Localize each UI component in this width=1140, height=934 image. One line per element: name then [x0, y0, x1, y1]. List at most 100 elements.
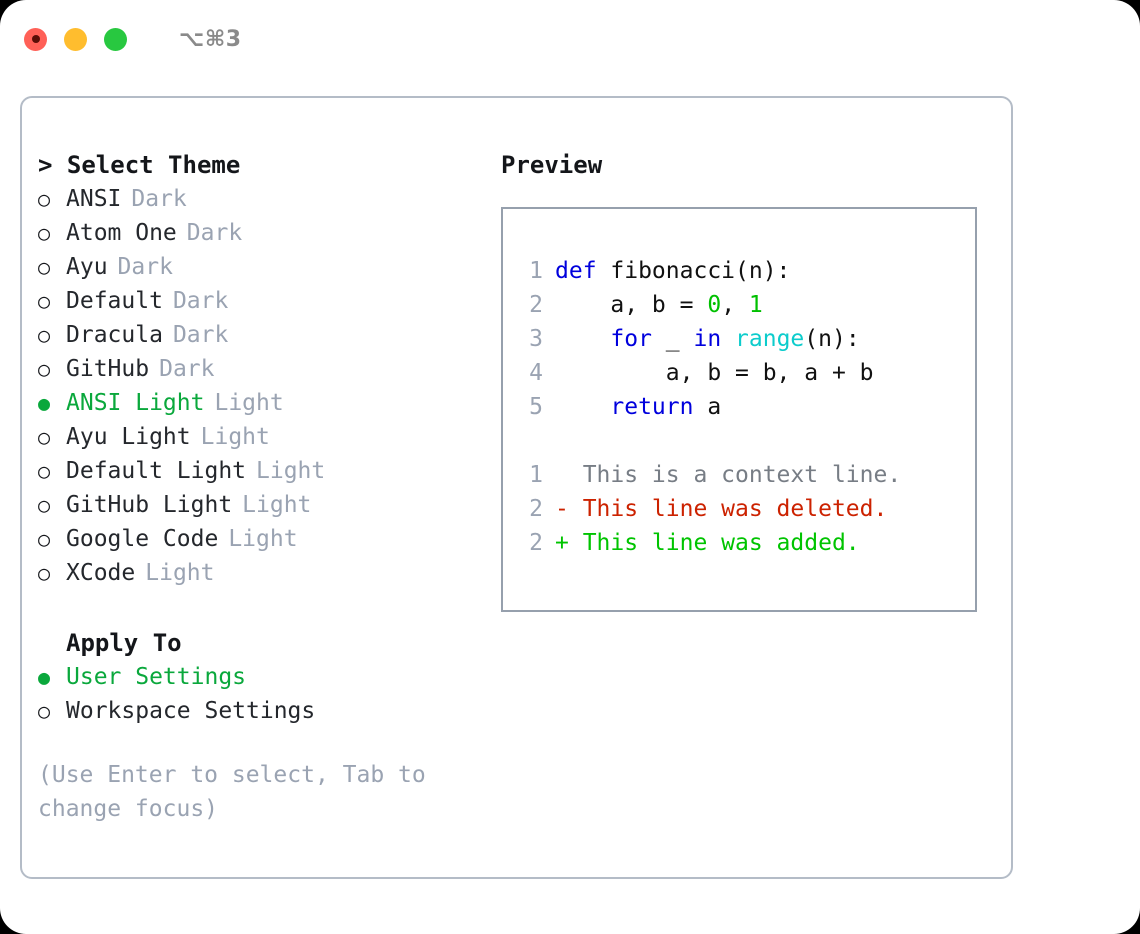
theme-option-7[interactable]: ○ Ayu Light Light: [38, 420, 488, 454]
keyboard-hint-text: (Use Enter to select, Tab to change focu…: [38, 762, 440, 822]
theme-option-label: GitHub: [66, 356, 150, 382]
theme-option-tag: Light: [200, 424, 270, 450]
code-token-num: 1: [748, 292, 763, 318]
keyboard-shortcut-label: ⌥⌘3: [179, 26, 242, 52]
radio-unselected-icon[interactable]: ○: [38, 493, 51, 517]
theme-option-10[interactable]: ○ Google Code Light: [38, 522, 488, 556]
code-token-pl: a, b =: [555, 292, 708, 318]
diff-line-content: - This line was deleted.: [555, 496, 888, 522]
theme-option-11[interactable]: ○ XCode Light: [38, 556, 488, 590]
list-spacer: [38, 590, 488, 626]
traffic-light-group: [24, 27, 127, 51]
theme-option-4[interactable]: ○ Dracula Dark: [38, 318, 488, 352]
diff-line-number: 2: [529, 530, 543, 556]
close-window-button[interactable]: [24, 27, 47, 51]
diff-line-number: 1: [529, 462, 543, 488]
theme-option-tag: Dark: [131, 186, 187, 212]
code-line-content: a, b = b, a + b: [555, 356, 874, 390]
code-line-content: def fibonacci(n):: [555, 254, 790, 288]
title-bar: ⌥⌘3: [0, 0, 1140, 78]
code-line-number: 2: [529, 292, 543, 318]
theme-option-label: Default Light: [66, 458, 247, 484]
theme-option-label: Default: [66, 288, 163, 314]
code-token-pl: [721, 326, 735, 352]
maximize-window-button[interactable]: [104, 27, 127, 51]
code-token-kw: in: [693, 326, 722, 352]
code-token-kw: for: [610, 326, 652, 352]
diff-line-content: This is a context line.: [555, 462, 902, 488]
diff-line-number: 2: [529, 496, 543, 522]
code-token-pl: (n):: [804, 326, 860, 352]
code-line-content: a, b = 0, 1: [555, 288, 763, 322]
radio-unselected-icon[interactable]: ○: [38, 699, 51, 723]
code-token-pl: a, b = b, a + b: [555, 360, 874, 386]
theme-option-0[interactable]: ○ ANSI Dark: [38, 182, 488, 216]
theme-option-tag: Light: [214, 390, 284, 416]
theme-option-5[interactable]: ○ GitHub Dark: [38, 352, 488, 386]
radio-unselected-icon[interactable]: ○: [38, 255, 51, 279]
code-line-1: 1 def fibonacci(n):: [515, 254, 975, 288]
theme-option-tag: Dark: [186, 220, 243, 246]
apply-to-list[interactable]: ●User Settings ○ Workspace Settings: [38, 660, 488, 728]
radio-unselected-icon[interactable]: ○: [38, 527, 51, 551]
radio-unselected-icon[interactable]: ○: [38, 323, 51, 347]
theme-option-tag: Dark: [159, 356, 215, 382]
radio-selected-icon[interactable]: ●: [38, 665, 51, 689]
apply-option-label: Workspace Settings: [66, 698, 316, 724]
minimize-window-button[interactable]: [64, 27, 87, 51]
theme-option-tag: Light: [145, 560, 215, 586]
radio-selected-icon[interactable]: ●: [38, 391, 51, 415]
code-line-number: 4: [529, 360, 543, 386]
theme-option-label: ANSI: [66, 186, 122, 212]
theme-option-label: Ayu: [66, 254, 108, 280]
radio-unselected-icon[interactable]: ○: [38, 289, 51, 313]
theme-option-tag: Dark: [172, 322, 229, 348]
code-token-pl: [555, 326, 610, 352]
code-line-number: 5: [529, 394, 543, 420]
radio-unselected-icon[interactable]: ○: [38, 221, 51, 245]
theme-option-label: XCode: [66, 560, 136, 586]
code-token-kw: def: [555, 258, 611, 284]
theme-option-label: ANSI Light: [66, 390, 205, 416]
theme-option-label: Atom One: [66, 220, 177, 246]
code-line-content: return a: [555, 390, 721, 424]
apply-option-1[interactable]: ○ Workspace Settings: [38, 694, 488, 728]
theme-option-8[interactable]: ○ Default Light Light: [38, 454, 488, 488]
diff-line-ctx: 1 This is a context line.: [515, 458, 975, 492]
theme-option-tag: Light: [256, 458, 326, 484]
theme-option-tag: Dark: [117, 254, 173, 280]
code-line-number: 3: [529, 326, 543, 352]
radio-unselected-icon[interactable]: ○: [38, 425, 51, 449]
select-theme-heading: > Select Theme: [38, 151, 241, 179]
theme-option-label: Google Code: [66, 526, 219, 552]
theme-option-label: GitHub Light: [66, 492, 233, 518]
code-line-3: 3 for _ in range(n):: [515, 322, 975, 356]
apply-option-0[interactable]: ●User Settings: [38, 660, 488, 694]
radio-unselected-icon[interactable]: ○: [38, 561, 51, 585]
diff-line-content: + This line was added.: [555, 530, 860, 556]
theme-option-label: Ayu Light: [66, 424, 191, 450]
hint-spacer: [38, 728, 488, 758]
preview-heading: Preview: [501, 151, 603, 179]
theme-option-1[interactable]: ○ Atom One Dark: [38, 216, 488, 250]
theme-option-2[interactable]: ○ Ayu Dark: [38, 250, 488, 284]
theme-option-tag: Light: [228, 526, 298, 552]
radio-unselected-icon[interactable]: ○: [38, 459, 51, 483]
code-token-fn: range: [735, 326, 805, 352]
radio-unselected-icon[interactable]: ○: [38, 357, 51, 381]
radio-unselected-icon[interactable]: ○: [38, 187, 51, 211]
code-line-number: 1: [529, 258, 543, 284]
apply-to-heading: Apply To: [66, 629, 182, 657]
diff-sample: 1 This is a context line. 2 - This line wa…: [515, 458, 975, 560]
theme-option-6[interactable]: ● ANSI Light Light: [38, 386, 488, 420]
code-line-content: for _ in range(n):: [555, 322, 860, 356]
theme-option-label: Dracula: [66, 322, 163, 348]
code-token-pl: fibonacci(n):: [610, 258, 791, 284]
